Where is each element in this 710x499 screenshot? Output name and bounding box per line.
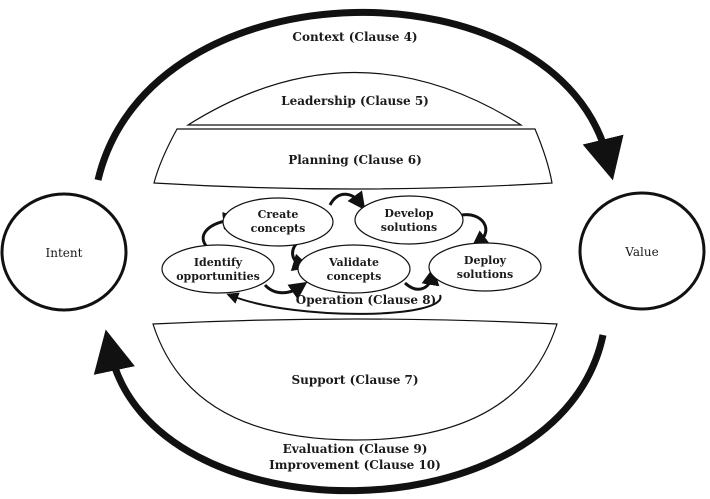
intent-label: Intent [46,246,83,260]
arrow-identify-to-validate [263,281,308,300]
step-develop-line2: solutions [381,221,438,234]
top-cycle-arrow [94,9,624,181]
step-deploy-line1: Deploy [464,254,507,267]
step-identify-opportunities: Identify opportunities [161,244,275,294]
operation-return-arrow [226,292,442,315]
arrow-validate-to-deploy [403,267,440,291]
step-validate-line1: Validate [328,256,379,269]
step-identify-line1: Identify [194,256,243,269]
step-validate-line2: concepts [327,270,382,283]
support-band [152,318,558,441]
improvement-label: Improvement (Clause 10) [269,458,441,472]
planning-band [153,128,553,190]
step-create-line1: Create [258,208,299,221]
step-create-line2: concepts [251,222,306,235]
step-identify-line2: opportunities [176,270,260,283]
step-develop-line1: Develop [384,207,433,220]
arrow-develop-to-deploy [461,213,491,249]
leadership-band [185,71,524,126]
intent-circle [0,192,128,312]
planning-label: Planning (Clause 6) [288,153,422,167]
step-create-concepts: Create concepts [222,197,334,247]
context-label: Context (Clause 4) [292,30,417,44]
step-deploy-solutions: Deploy solutions [428,242,542,292]
leadership-label: Leadership (Clause 5) [281,94,429,108]
bottom-cycle-arrow [93,329,607,495]
evaluation-label: Evaluation (Clause 9) [283,442,428,456]
step-develop-solutions: Develop solutions [354,195,464,245]
operation-label: Operation (Clause 8) [296,293,436,307]
arrow-create-to-develop [328,190,366,211]
value-label: Value [624,245,658,259]
step-deploy-line2: solutions [457,268,514,281]
value-circle [578,191,706,311]
step-validate-concepts: Validate concepts [297,244,411,294]
support-label: Support (Clause 7) [291,373,418,387]
